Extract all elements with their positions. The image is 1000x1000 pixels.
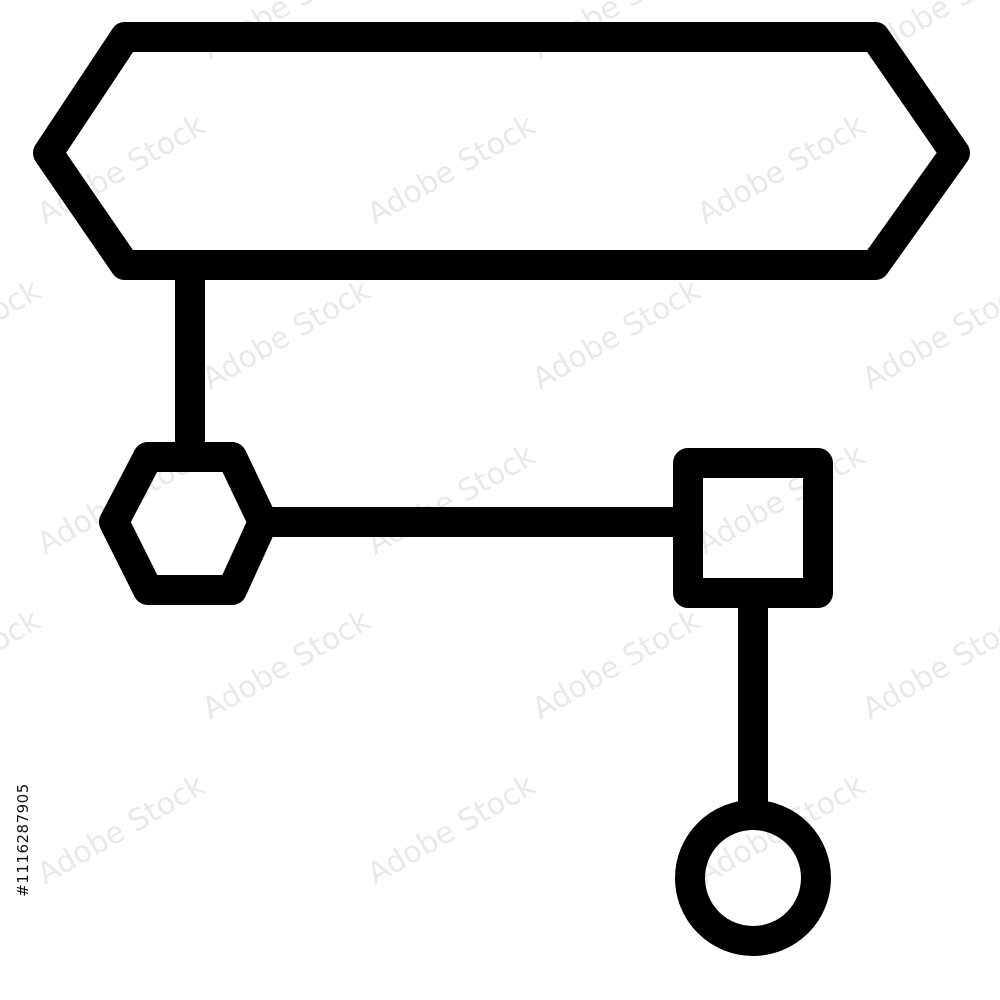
watermark-text: Adobe Stock	[527, 273, 707, 397]
watermark-text: Adobe Stock	[527, 603, 707, 727]
watermark-text: Adobe Stock	[362, 108, 542, 232]
hexagon-node	[99, 442, 278, 605]
flow-diagram	[33, 22, 970, 956]
watermark-text: Adobe Stock	[197, 603, 377, 727]
circle-node	[675, 800, 831, 956]
stock-id-text: #1116287905	[14, 783, 33, 897]
watermark-text: Adobe Stock	[362, 438, 542, 562]
watermark-text: Adobe Stock	[692, 108, 872, 232]
watermark-text: Adobe Stock	[0, 0, 47, 67]
watermark-text: Adobe Stock	[32, 768, 212, 892]
banner-node	[33, 22, 970, 280]
watermark-text: Adobe Stock	[362, 768, 542, 892]
watermark-text: Adobe Stock	[0, 603, 47, 727]
watermark-text: Adobe Stock	[857, 603, 1000, 727]
watermark-text: Adobe Stock	[0, 273, 47, 397]
watermark-text: Adobe Stock	[857, 273, 1000, 397]
watermark-text: Adobe Stock	[197, 273, 377, 397]
stock-id-label: #1116287905	[8, 760, 38, 920]
